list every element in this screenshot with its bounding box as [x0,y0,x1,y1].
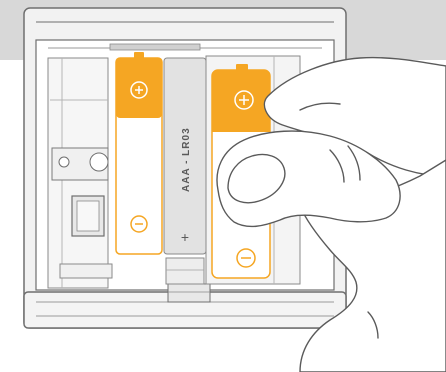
battery-empty-slot-icon: AAA - LR03 + [164,58,206,284]
battery-installed-icon [116,52,162,254]
battery-type-label: AAA - LR03 [181,127,192,192]
plus-symbol: + [181,229,189,245]
